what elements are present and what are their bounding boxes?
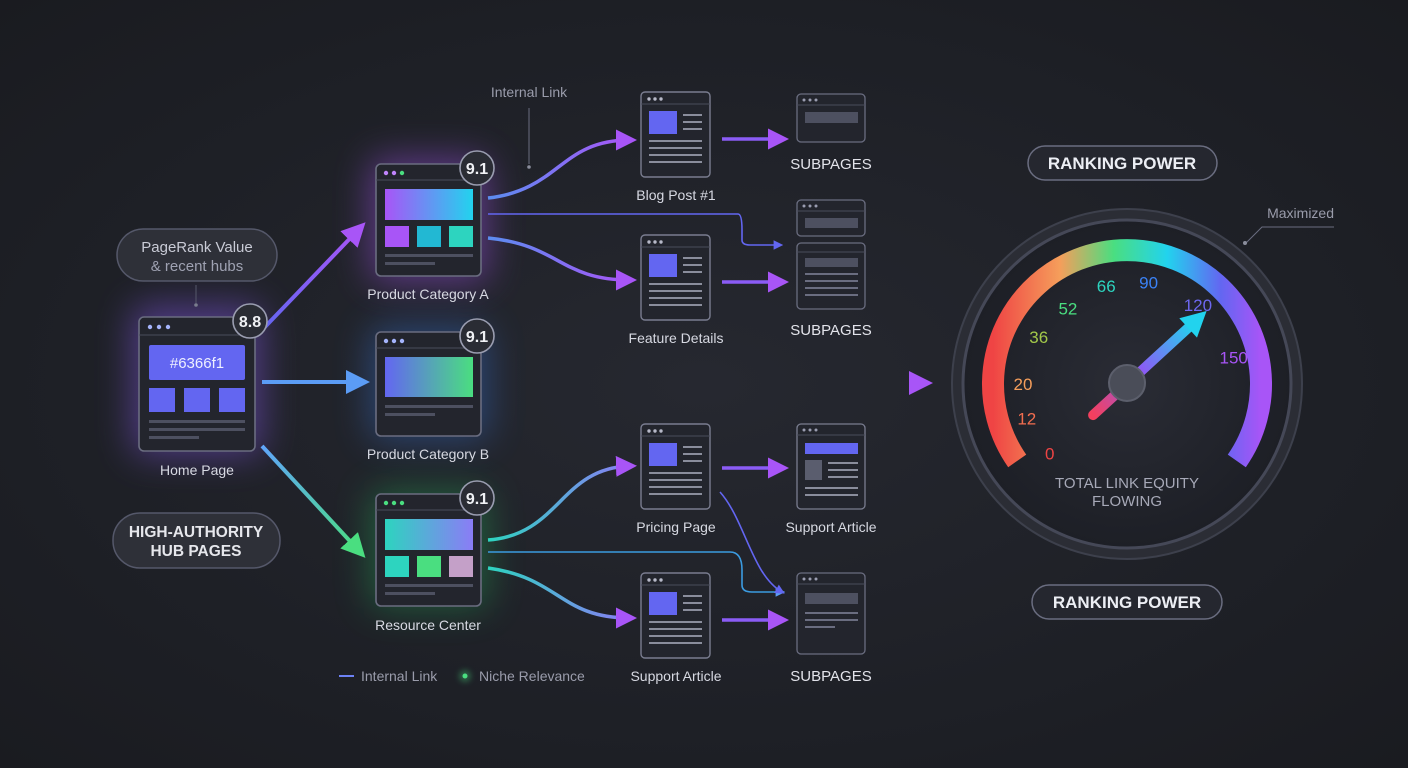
legend-niche-swatch — [462, 673, 468, 679]
subpage-label-1: SUBPAGES — [790, 156, 871, 173]
link-res-to-support — [487, 566, 637, 629]
gauge-tick-66: 66 — [1097, 277, 1116, 296]
gauge-caption-line1: TOTAL LINK EQUITY — [1055, 475, 1199, 492]
legend-internal-link: Internal Link — [361, 668, 438, 684]
ranking-power-bottom: RANKING POWER — [1053, 593, 1201, 612]
subpage-card-2[interactable]: SUBPAGES — [790, 242, 872, 339]
subpage-label-3: Support Article — [785, 519, 876, 535]
subpage-label-2: SUBPAGES — [790, 322, 871, 339]
gauge-maximized-label: Maximized — [1267, 205, 1334, 221]
hub-pill-line1: HIGH-AUTHORITY — [129, 524, 264, 541]
gauge-needle — [1088, 319, 1197, 421]
category-a-card[interactable]: 9.1 Product Category A — [367, 150, 495, 302]
link-res-to-subpages — [488, 551, 786, 597]
hub-pages-pill: HIGH-AUTHORITY HUB PAGES — [112, 512, 281, 569]
home-page-card[interactable]: #6366f1 8.8 Home Page — [138, 303, 268, 478]
gauge-tick-90: 90 — [1139, 273, 1158, 292]
subpage-card-4[interactable]: SUBPAGES — [790, 572, 872, 685]
gauge-tick-52: 52 — [1058, 299, 1077, 318]
subpage-card-2-back — [796, 199, 866, 237]
link-pricing-to-subpages — [719, 491, 785, 594]
pagerank-pill: PageRank Value & recent hubs — [116, 228, 278, 307]
ranking-power-bottom-pill — [1031, 584, 1223, 620]
category-a-label: Product Category A — [367, 286, 489, 302]
subpage-label-4: SUBPAGES — [790, 668, 871, 685]
post-label-support: Support Article — [630, 668, 721, 684]
post-label-blog: Blog Post #1 — [636, 187, 716, 203]
resource-center-label: Resource Center — [375, 617, 481, 633]
post-links — [722, 128, 789, 631]
gauge-tick-120: 120 — [1184, 296, 1212, 315]
post-card-pricing[interactable]: Pricing Page — [636, 423, 716, 535]
hub-pill-line2: HUB PAGES — [150, 543, 241, 560]
resource-center-score: 9.1 — [466, 491, 488, 508]
link-cat-a-to-subpages — [488, 213, 784, 250]
gauge-caption-line2: FLOWING — [1092, 493, 1162, 510]
legend-niche-relevance: Niche Relevance — [479, 668, 585, 684]
gauge-tick-36: 36 — [1029, 328, 1048, 347]
link-cat-a-to-blog — [487, 129, 637, 200]
pagerank-pill-line1: PageRank Value — [141, 239, 252, 256]
gauge-tick-labels: 0 12 20 36 52 66 90 120 150 — [1014, 273, 1248, 463]
category-a-score: 9.1 — [466, 161, 488, 178]
category-links — [487, 129, 786, 629]
internal-link-annotation: Internal Link — [491, 84, 568, 169]
home-links — [260, 222, 933, 558]
post-card-features[interactable]: Feature Details — [629, 234, 724, 346]
category-b-score: 9.1 — [466, 329, 488, 346]
post-card-blog[interactable]: Blog Post #1 — [636, 91, 716, 203]
home-label: Home Page — [160, 462, 234, 478]
link-home-to-cat-a — [260, 222, 366, 332]
internal-link-annotation-text: Internal Link — [491, 84, 568, 100]
pagerank-pill-line2: & recent hubs — [151, 258, 244, 275]
link-cat-a-to-features — [487, 236, 637, 291]
subpage-card-3[interactable]: Support Article — [785, 423, 877, 535]
category-b-card[interactable]: 9.1 Product Category B — [367, 318, 495, 462]
link-home-to-resource — [260, 444, 366, 558]
home-score: 8.8 — [239, 314, 261, 331]
legend: Internal Link Niche Relevance — [339, 668, 585, 684]
ranking-gauge: RANKING POWER Maximized 0 12 20 36 52 66 90 120… — [951, 145, 1334, 620]
link-res-to-pricing — [487, 455, 637, 542]
gauge-needle-head — [1179, 311, 1207, 338]
gauge-tick-20: 20 — [1014, 375, 1033, 394]
post-label-pricing: Pricing Page — [636, 519, 716, 535]
gauge-hub — [1108, 364, 1146, 402]
gauge-tick-12: 12 — [1017, 410, 1036, 429]
home-banner-text: #6366f1 — [170, 355, 224, 372]
gauge-tick-150: 150 — [1220, 348, 1248, 367]
post-label-features: Feature Details — [629, 330, 724, 346]
gauge-tick-0: 0 — [1045, 445, 1054, 464]
subpage-card-1[interactable]: SUBPAGES — [790, 93, 872, 173]
category-b-label: Product Category B — [367, 446, 489, 462]
post-card-support[interactable]: Support Article — [630, 572, 722, 684]
ranking-power-top: RANKING POWER — [1048, 154, 1196, 173]
gauge-arc — [982, 239, 1272, 468]
resource-center-card[interactable]: 9.1 Resource Center — [375, 480, 495, 633]
ranking-power-top-pill — [1027, 145, 1218, 181]
